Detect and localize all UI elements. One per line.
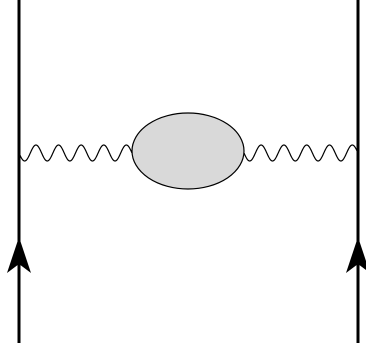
photon-propagator-right bbox=[243, 144, 359, 162]
arrow-up-icon-right bbox=[346, 237, 366, 273]
self-energy-blob bbox=[131, 112, 245, 190]
photon-propagator-left bbox=[18, 144, 133, 162]
arrow-up-icon-left bbox=[7, 237, 31, 273]
